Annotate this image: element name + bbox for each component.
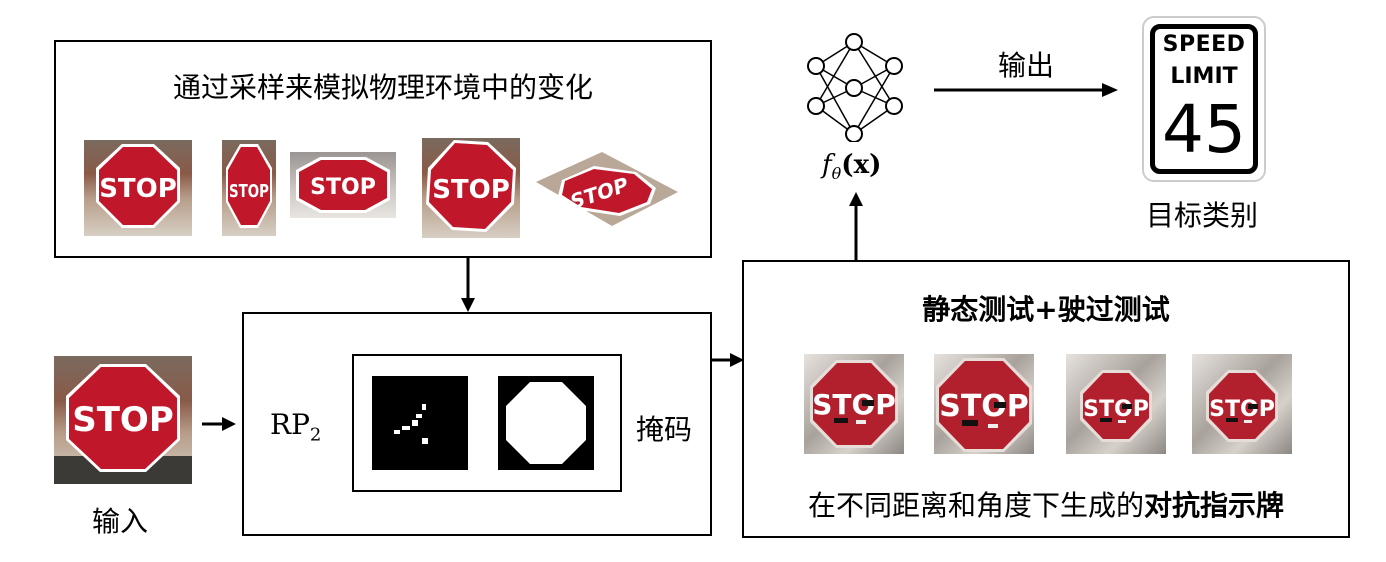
sampled-stop-text-1: STOP: [99, 174, 177, 204]
adversarial-sign-3: STOP: [1066, 354, 1166, 454]
test-box-caption-normal: 在不同距离和角度下生成的: [807, 489, 1144, 522]
arrow-input-to-rp: [202, 417, 236, 431]
output-label: 输出: [998, 49, 1055, 82]
neural-network-icon: [807, 33, 903, 142]
target-class-label: 目标类别: [1146, 199, 1259, 232]
speed-limit-sign: SPEED LIMIT 45: [1142, 16, 1266, 182]
mask-label: 掩码: [636, 413, 693, 446]
rp2-label-main: RP: [270, 408, 310, 441]
model-formula-theta: θ: [831, 164, 842, 184]
sampled-stop-sign-5: STOP: [532, 152, 682, 228]
adversarial-sign-1: STOP: [804, 354, 904, 454]
test-box-title: 静态测试+驶过测试: [922, 293, 1170, 326]
model-formula-f: f: [822, 150, 832, 180]
rp2-label: RP2: [270, 408, 321, 446]
sampled-stop-sign-2: STOP: [222, 140, 276, 236]
sampled-stop-text-3: STOP: [310, 175, 376, 200]
sampled-stop-sign-3: STOP: [290, 152, 396, 218]
rp2-label-subscript: 2: [309, 424, 322, 446]
arrow-up-to-model: [849, 192, 863, 260]
input-stop-text: STOP: [72, 400, 174, 440]
adversarial-sign-2: STOP: [934, 354, 1034, 454]
sampled-stop-text-2: STOP: [229, 181, 269, 202]
adversarial-sign-text-2: STOP: [939, 389, 1029, 424]
test-box-caption: 在不同距离和角度下生成的对抗指示牌: [742, 484, 1350, 524]
model-formula-arg: (x): [841, 150, 882, 180]
arrow-down-to-rp: [461, 258, 475, 312]
adversarial-sign-text-4: STOP: [1209, 397, 1275, 422]
adversarial-sign-4: STOP: [1192, 354, 1292, 454]
sampling-box-title: 通过采样来模拟物理环境中的变化: [172, 71, 593, 104]
speed-limit-line3: 45: [1162, 91, 1246, 168]
input-stop-sign: STOP: [54, 356, 192, 484]
input-label: 输入: [92, 505, 149, 538]
speed-limit-line2: LIMIT: [1170, 64, 1238, 89]
sampled-stop-text-4: STOP: [432, 175, 510, 205]
sampled-stop-sign-1: STOP: [84, 140, 192, 236]
adversarial-sign-text-1: STOP: [812, 388, 896, 421]
test-box-caption-bold: 对抗指示牌: [1144, 489, 1285, 522]
arrow-rp-to-test: [710, 353, 744, 367]
model-formula: fθ(x): [822, 150, 881, 183]
speed-limit-line1: SPEED: [1162, 32, 1246, 57]
sampled-stop-sign-4: STOP: [422, 138, 520, 238]
octagon-mask: [498, 376, 594, 470]
perturbation-mask: [372, 376, 468, 470]
arrow-model-to-output: [934, 83, 1118, 97]
adversarial-sign-text-3: STOP: [1083, 397, 1149, 422]
